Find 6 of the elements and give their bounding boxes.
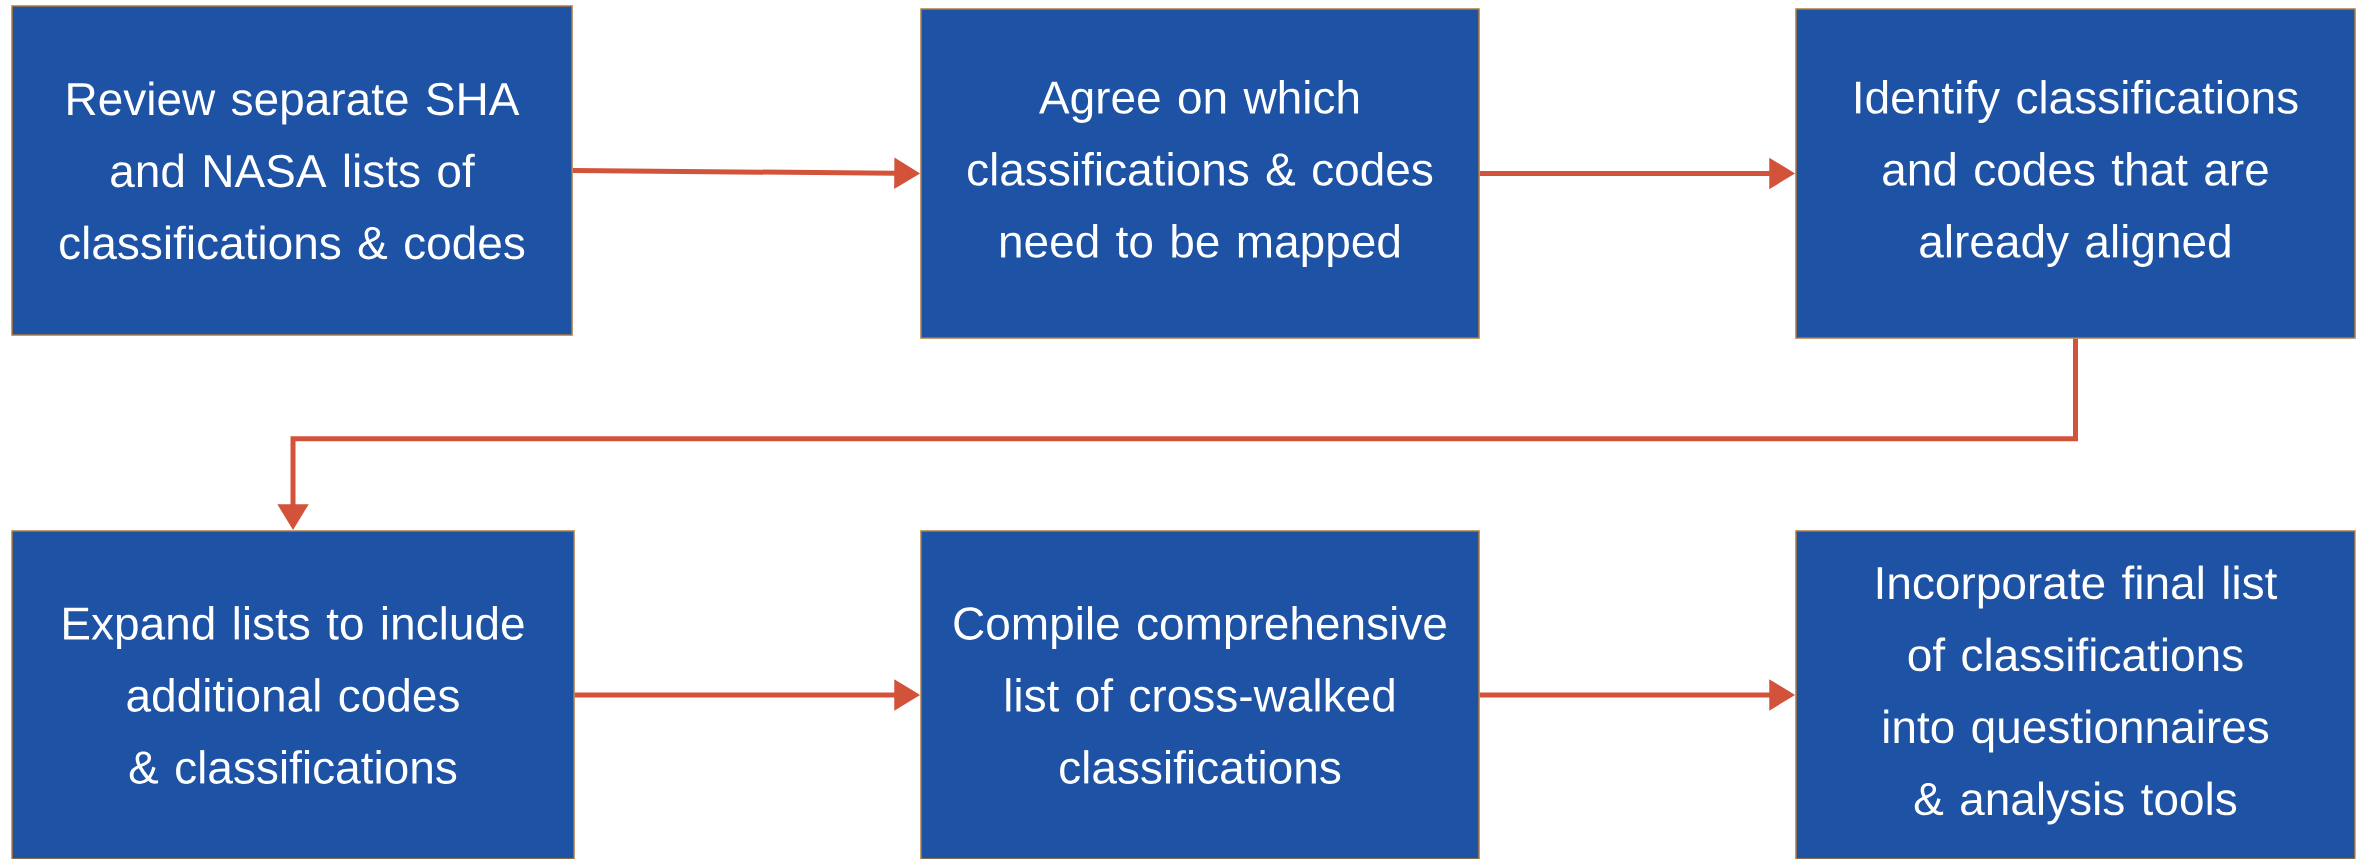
- process-box: Expand lists to include additional codes & classifications: [11, 530, 575, 859]
- process-box: Identify classifications and codes that are already aligned: [1795, 8, 2356, 339]
- process-box: Incorporate final list of classifications into questionnaires & analysis tools: [1795, 530, 2356, 859]
- process-box: Review separate SHA and NASA lists of classifications & codes: [11, 5, 573, 336]
- process-box: Compile comprehensive list of cross-walked classifications: [920, 530, 1480, 859]
- process-box: Agree on which classifications & codes need to be mapped: [920, 8, 1480, 339]
